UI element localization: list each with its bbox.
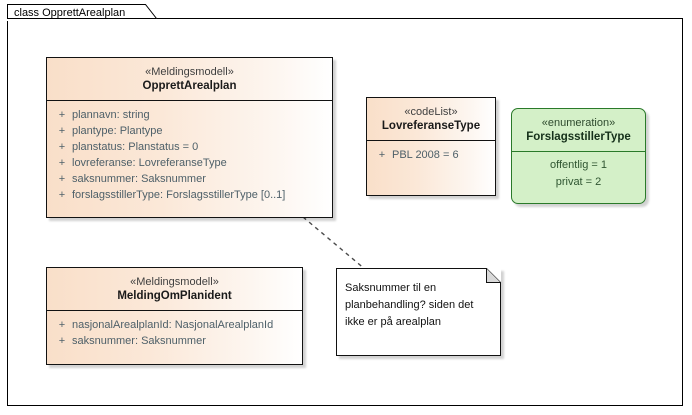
attribute-label: plantype: Plantype: [72, 125, 163, 137]
visibility-marker: +: [58, 335, 66, 347]
stereotype-label: «codeList»: [404, 106, 458, 118]
class-header-lovreferansetype: «codeList» LovreferanseType: [367, 98, 495, 140]
note-line: Saksnummer til en: [345, 282, 437, 294]
visibility-marker: +: [378, 149, 386, 161]
visibility-marker: +: [58, 141, 66, 153]
enumeration-name-label: ForslagsstillerType: [526, 131, 631, 143]
header-divider: [47, 310, 302, 311]
attribute-label: saksnummer: Saksnummer: [72, 335, 206, 347]
visibility-marker: +: [58, 157, 66, 169]
visibility-marker: +: [58, 125, 66, 137]
note-text: Saksnummer til en planbehandling? siden …: [345, 280, 485, 331]
diagram-title-tab: [7, 4, 157, 21]
attribute-row: + nasjonalArealplanId: NasjonalArealplan…: [47, 317, 302, 333]
attribute-compartment: + plannavn: string + plantype: Plantype …: [47, 101, 332, 209]
attribute-row: + saksnummer: Saksnummer: [47, 333, 302, 349]
header-divider: [367, 140, 495, 141]
class-node-meldingomplanident[interactable]: «Meldingsmodell» MeldingOmPlanident + na…: [46, 267, 303, 365]
stereotype-label: «enumeration»: [541, 117, 616, 129]
class-node-lovreferansetype[interactable]: «codeList» LovreferanseType + PBL 2008 =…: [366, 97, 496, 196]
note-shape: [336, 268, 501, 356]
literal-compartment: offentlig = 1 privat = 2: [512, 152, 645, 197]
enum-literal: offentlig = 1: [550, 159, 607, 171]
note-line: planbehandling? siden det: [345, 299, 474, 311]
enum-literal: privat = 2: [555, 176, 602, 188]
class-header-opprettarealplan: «Meldingsmodell» OpprettArealplan: [47, 58, 332, 100]
attribute-label: PBL 2008 = 6: [392, 149, 459, 161]
visibility-marker: +: [58, 109, 66, 121]
attribute-row: + forslagsstillerType: ForslagsstillerTy…: [47, 187, 332, 203]
attribute-row: + lovreferanse: LovreferanseType: [47, 155, 332, 171]
attribute-row: + plantype: Plantype: [47, 123, 332, 139]
attribute-compartment: + PBL 2008 = 6: [367, 141, 495, 169]
attribute-compartment: + nasjonalArealplanId: NasjonalArealplan…: [47, 311, 302, 355]
attribute-row: + saksnummer: Saksnummer: [47, 171, 332, 187]
stereotype-label: «Meldingsmodell»: [130, 276, 219, 288]
attribute-label: planstatus: Planstatus = 0: [72, 141, 199, 153]
visibility-marker: +: [58, 173, 66, 185]
class-name-label: MeldingOmPlanident: [117, 290, 232, 302]
enumeration-node-forslagsstillertype[interactable]: «enumeration» ForslagsstillerType offent…: [511, 108, 646, 204]
visibility-marker: +: [58, 189, 66, 201]
stereotype-label: «Meldingsmodell»: [145, 66, 234, 78]
attribute-label: plannavn: string: [72, 109, 150, 121]
class-name-label: LovreferanseType: [381, 120, 481, 132]
note-box[interactable]: Saksnummer til en planbehandling? siden …: [336, 268, 501, 356]
attribute-label: forslagsstillerType: ForslagsstillerType…: [72, 189, 286, 201]
diagram-frame: [7, 18, 683, 406]
class-node-opprettarealplan[interactable]: «Meldingsmodell» OpprettArealplan + plan…: [46, 57, 333, 218]
enumeration-header: «enumeration» ForslagsstillerType: [512, 109, 645, 151]
attribute-row: + plannavn: string: [47, 107, 332, 123]
title-tab-shape: [7, 4, 157, 19]
class-header-meldingomplanident: «Meldingsmodell» MeldingOmPlanident: [47, 268, 302, 310]
attribute-row: + planstatus: Planstatus = 0: [47, 139, 332, 155]
class-name-label: OpprettArealplan: [142, 80, 237, 92]
header-divider: [47, 100, 332, 101]
note-line: ikke er på arealplan: [345, 316, 442, 328]
attribute-label: lovreferanse: LovreferanseType: [72, 157, 227, 169]
attribute-label: nasjonalArealplanId: NasjonalArealplanId: [72, 319, 274, 331]
attribute-row: + PBL 2008 = 6: [367, 147, 495, 163]
attribute-label: saksnummer: Saksnummer: [72, 173, 206, 185]
visibility-marker: +: [58, 319, 66, 331]
diagram-title: class OpprettArealplan: [14, 7, 126, 19]
header-divider: [512, 151, 645, 152]
